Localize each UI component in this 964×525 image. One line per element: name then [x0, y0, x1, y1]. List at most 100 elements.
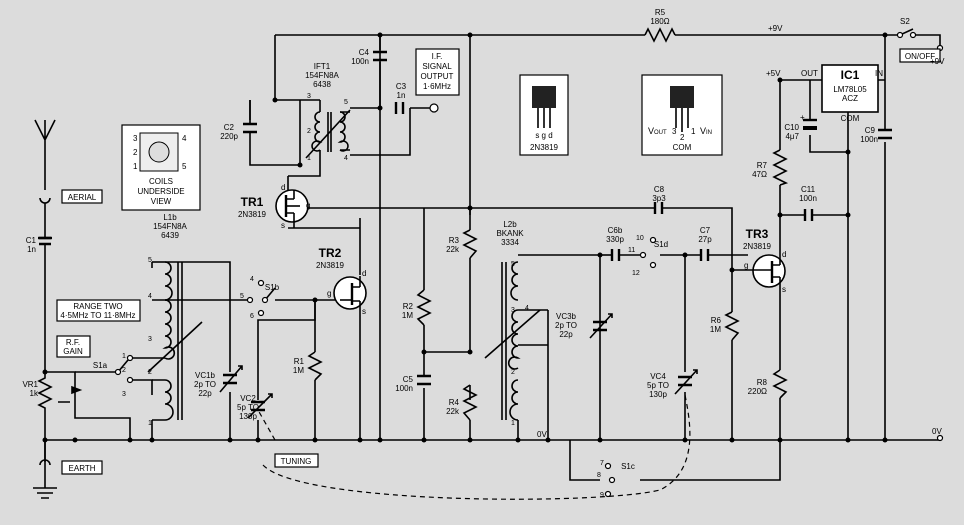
r4-ref: R4: [449, 398, 460, 407]
rail-plus9v-top: +9V: [768, 24, 783, 33]
vc2-symbol: [251, 400, 265, 412]
tr2-symbol: [333, 276, 367, 310]
if-output-box: [415, 48, 460, 96]
tr1-pin-d: d: [281, 183, 285, 192]
tr3-symbol: [752, 254, 786, 288]
r1-value: 1M: [293, 366, 304, 375]
r6-symbol: [724, 311, 740, 341]
r1-symbol: [307, 351, 323, 381]
component-labels: +9V +9V +5V 0V 0V R5 180Ω S2 IC1 LM78L05…: [22, 8, 945, 499]
c2-ref: C2: [224, 123, 235, 132]
l2b-pin-2: 2: [511, 369, 515, 376]
rail-0v-mid: 0V: [537, 430, 547, 439]
c11-symbol: [803, 209, 814, 221]
c9-ref: C9: [865, 126, 876, 135]
tr1-part: 2N3819: [238, 210, 267, 219]
c10-ref: C10: [784, 123, 799, 132]
r2-ref: R2: [403, 302, 414, 311]
l1b-part: 154FN8A: [153, 222, 187, 231]
c6b-symbol: [610, 249, 621, 261]
tr1-pin-g: g: [306, 201, 310, 210]
capacitors: [38, 50, 892, 419]
vc2-range-2: 130p: [239, 412, 257, 421]
c2-symbol: [243, 122, 257, 134]
c3-ref: C3: [396, 82, 407, 91]
vc1b-ref: VC1b: [195, 371, 216, 380]
c11-ref: C11: [801, 185, 816, 194]
l1b-secondary: [162, 299, 176, 360]
aerial-label: AERIAL: [68, 193, 97, 202]
jfet-part-label: 2N3819: [530, 143, 559, 152]
l2b-pin-4: 4: [525, 305, 529, 312]
c2-value: 220p: [220, 132, 238, 141]
coil-pin-2: 2: [133, 148, 138, 157]
l2b-ref: L2b: [503, 220, 517, 229]
coils-view-line-2: UNDERSIDE: [137, 187, 184, 196]
c7-ref: C7: [700, 226, 711, 235]
r5-value: 180Ω: [650, 17, 669, 26]
ic1-suffix: ACZ: [842, 94, 858, 103]
l1b-pin-3: 3: [148, 336, 152, 343]
c5-symbol: [417, 374, 431, 386]
l2b-code: 3334: [501, 238, 519, 247]
aerial-box: [61, 189, 103, 204]
l2b-primary: [510, 261, 519, 301]
s1b-ref: S1b: [265, 283, 280, 292]
r3-symbol: [462, 229, 478, 259]
ift1-pin-1: 1: [307, 155, 311, 162]
switch-contacts: [114, 31, 944, 498]
s2-ref: S2: [900, 17, 910, 26]
c5-value: 100n: [395, 384, 413, 393]
range-line-2: 4·5MHz TO 11·8MHz: [60, 311, 135, 320]
s1b-pole-5: 5: [240, 293, 244, 300]
c10-polarity: +: [800, 113, 805, 122]
tr2-part: 2N3819: [316, 261, 345, 270]
c3-value: 1n: [397, 91, 406, 100]
s1a-pole-2: 2: [122, 367, 126, 374]
coil-pin-5: 5: [182, 162, 187, 171]
c8-ref: C8: [654, 185, 665, 194]
l2b-secondary: [507, 309, 521, 370]
c4-symbol: [373, 50, 387, 62]
ift1-part: 154FN8A: [305, 71, 339, 80]
tr2-pin-g: g: [327, 289, 331, 298]
r3-value: 22k: [446, 245, 460, 254]
tr2-pin-s: s: [362, 307, 366, 316]
c11-value: 100n: [799, 194, 817, 203]
ic1-ref: IC1: [841, 68, 860, 82]
r7-ref: R7: [757, 161, 768, 170]
ift1-pin-2: 2: [307, 128, 311, 135]
c7-value: 27p: [698, 235, 712, 244]
ift1-secondary: [337, 111, 349, 152]
rf-gain-line-1: R.F.: [66, 338, 80, 347]
vc2-ref: VC2: [240, 394, 256, 403]
junction-dots: [42, 32, 888, 443]
vr1-value: 1k: [30, 389, 39, 398]
coil-pin-4: 4: [182, 134, 187, 143]
ic1-in: IN: [875, 69, 883, 78]
r8-value: 220Ω: [748, 387, 767, 396]
reg-pin-3: 3: [672, 127, 677, 136]
vc3b-ref: VC3b: [556, 312, 577, 321]
vc4-range-1: 5p TO: [647, 381, 669, 390]
ic1-out: OUT: [801, 69, 818, 78]
vr1-ref: VR1: [22, 380, 38, 389]
if-output-line-1: I.F.: [432, 52, 443, 61]
ift1-primary: [311, 111, 323, 152]
coil-pin-3: 3: [133, 134, 138, 143]
s1d-ref: S1d: [654, 240, 668, 249]
r4-symbol: [462, 384, 478, 421]
reg-vout-label: VOUT: [648, 126, 667, 136]
ift1-pin-3: 3: [307, 93, 311, 100]
s1d-pole-11: 11: [628, 247, 635, 254]
r4-value: 22k: [446, 407, 460, 416]
r6-value: 1M: [710, 325, 721, 334]
r1-ref: R1: [294, 357, 305, 366]
c10-value: 4μ7: [785, 132, 799, 141]
r3-ref: R3: [449, 236, 460, 245]
if-output-line-2: SIGNAL: [422, 62, 452, 71]
r5-symbol: [644, 27, 676, 43]
s1c-pole-7: 7: [600, 460, 604, 467]
vc4-range-2: 130p: [649, 390, 667, 399]
